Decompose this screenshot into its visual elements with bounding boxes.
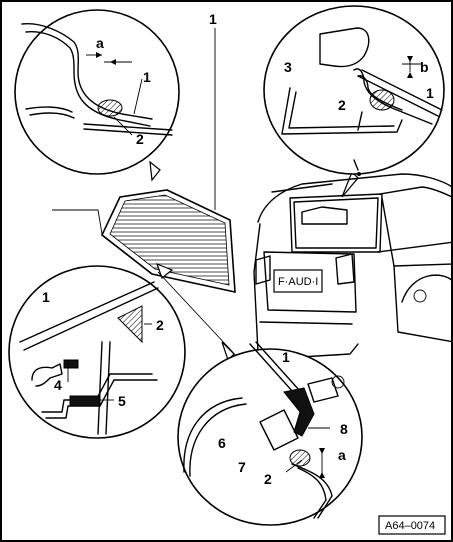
top-left-bubble: a 1 2 — [14, 9, 180, 182]
label-a-bottom-right: a — [338, 447, 346, 463]
label-2-top-left: 2 — [136, 131, 144, 147]
label-1-top-right: 1 — [426, 85, 434, 101]
label-1-middle-left: 1 — [42, 289, 50, 305]
middle-left-bubble: 1 2 4 5 — [8, 262, 186, 439]
label-a-top-left: a — [96, 35, 104, 51]
car-rear-body: F·AUD·I — [253, 159, 451, 359]
main-label-1: 1 — [209, 11, 217, 210]
label-b-top-right: b — [420, 59, 429, 75]
label-3-top-right: 3 — [284, 59, 292, 75]
label-2-top-right: 2 — [338, 97, 346, 113]
label-4-middle-left: 4 — [54, 377, 62, 393]
label-7-bottom-right: 7 — [238, 459, 246, 475]
label-2-middle-left: 2 — [156, 317, 164, 333]
reference-code-box: A64–0074 — [378, 515, 446, 535]
label-1-top-left: 1 — [143, 69, 151, 85]
rear-window-glass — [101, 189, 236, 294]
reference-code: A64–0074 — [385, 520, 435, 532]
bottom-right-bubble: 1 8 6 7 2 a — [177, 341, 363, 526]
label-2-bottom-right: 2 — [264, 471, 272, 487]
top-right-bubble: 3 b 2 1 — [263, 5, 445, 198]
license-plate-text: F·AUD·I — [278, 276, 318, 288]
label-5-middle-left: 5 — [118, 393, 126, 409]
label-1-main: 1 — [209, 11, 217, 27]
label-1-bottom-right: 1 — [282, 349, 290, 365]
label-6-bottom-right: 6 — [218, 435, 226, 451]
label-8-bottom-right: 8 — [340, 421, 348, 437]
